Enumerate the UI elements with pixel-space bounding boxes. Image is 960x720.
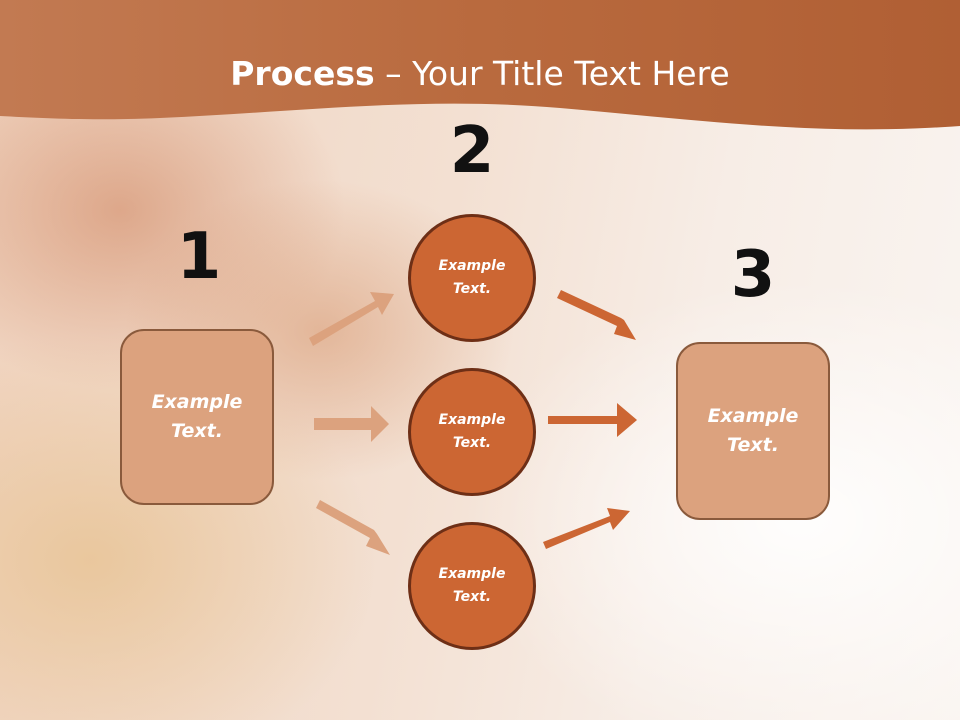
circle-bottom-line2: Text.	[452, 589, 492, 605]
left-box-line1: Example	[151, 391, 243, 413]
step-number-3: 3	[730, 238, 776, 312]
arrow-left-to-bottom	[316, 500, 390, 555]
circle-top-line1: Example	[438, 258, 506, 274]
circle-middle-line1: Example	[438, 412, 506, 428]
circle-middle-line2: Text.	[452, 435, 492, 451]
title-rest: – Your Title Text Here	[374, 54, 730, 93]
arrow-top-to-right	[557, 290, 636, 340]
arrow-left-to-top	[309, 292, 394, 346]
title-bold: Process	[230, 54, 375, 93]
page-title: Process – Your Title Text Here	[0, 54, 960, 94]
title-banner	[0, 0, 960, 130]
step-number-1: 1	[176, 220, 222, 294]
right-box-line1: Example	[707, 405, 799, 427]
right-box-line2: Text.	[727, 434, 779, 456]
circle-bottom-line1: Example	[438, 566, 506, 582]
arrow-middle-to-right	[548, 403, 637, 437]
circle-top-line2: Text.	[452, 281, 492, 297]
left-box-line2: Text.	[171, 420, 223, 442]
step-number-2: 2	[449, 114, 495, 188]
arrow-left-to-middle	[314, 406, 389, 442]
arrow-bottom-to-right	[543, 508, 630, 549]
